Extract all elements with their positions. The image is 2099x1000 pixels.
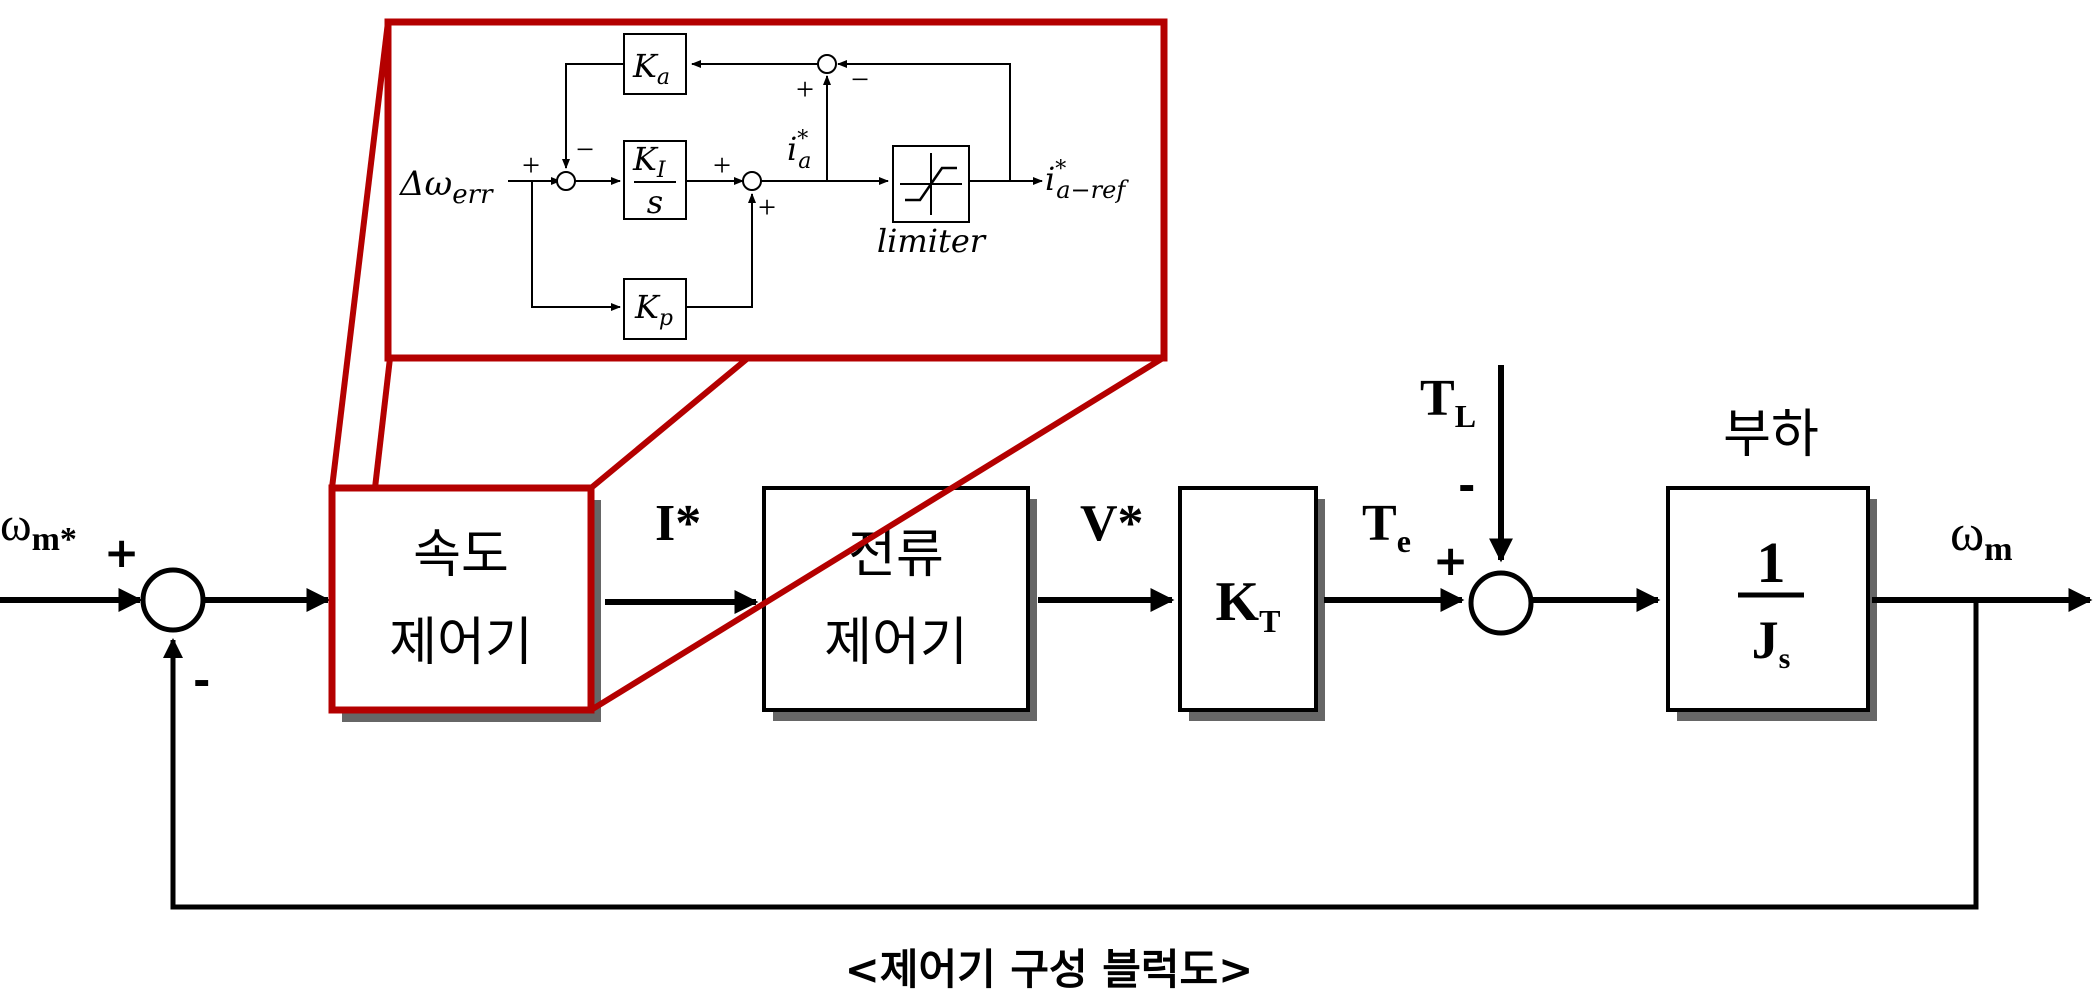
zoom-connectors bbox=[329, 21, 1165, 713]
sum1-minus-sign: - bbox=[193, 656, 210, 705]
inset-sum-a-plus: + bbox=[522, 147, 540, 183]
feedback-path bbox=[163, 600, 1979, 910]
inset-sum-a bbox=[556, 171, 576, 191]
inset-sum-b-plus-bottom: + bbox=[758, 189, 776, 225]
speed-controller-line1: 속도 bbox=[413, 525, 509, 585]
output-omega-label: ωm bbox=[1950, 505, 2013, 568]
inset-sum-c bbox=[817, 54, 837, 74]
load-block bbox=[1666, 486, 1870, 712]
inset-ki-block bbox=[623, 140, 687, 220]
summing-junction-2 bbox=[1468, 570, 1534, 636]
main-loop: ωm* + - 속도 제어기 I* 전류 제어기 V* KT Te + - bbox=[0, 365, 2093, 994]
inset-ki-numerator: KI bbox=[632, 140, 667, 183]
inset-sum-c-minus: − bbox=[851, 61, 869, 97]
inset-detail bbox=[508, 33, 1043, 340]
current-controller-line2: 제어기 bbox=[824, 613, 968, 673]
inset-sum-b-plus-top: + bbox=[713, 147, 731, 183]
sum2-plus-sign: + bbox=[1433, 536, 1468, 585]
kt-block bbox=[1178, 486, 1318, 712]
current-controller-line1: 전류 bbox=[848, 525, 944, 585]
input-omega-label: ωm* bbox=[0, 498, 77, 558]
sum2-minus-sign: - bbox=[1458, 461, 1475, 510]
voltage-ref-label: V* bbox=[1080, 495, 1144, 552]
summing-junction-1 bbox=[140, 567, 206, 633]
inset-frame bbox=[384, 18, 1168, 362]
speed-controller-block bbox=[328, 484, 595, 714]
inset-sum-c-plus: + bbox=[796, 71, 814, 107]
sum1-plus-sign: + bbox=[104, 528, 139, 577]
load-numerator: 1 bbox=[1757, 530, 1786, 595]
inset-sum-a-minus: − bbox=[576, 131, 594, 167]
inset-ki-denominator: s bbox=[647, 183, 663, 221]
kt-label: KT bbox=[1216, 571, 1281, 639]
inset-kp-block bbox=[623, 278, 687, 340]
diagram-caption: <제어기 구성 블럭도> bbox=[845, 945, 1254, 994]
inset-ka-label: Ka bbox=[632, 47, 670, 90]
current-ref-label: I* bbox=[655, 495, 701, 552]
speed-controller-line2: 제어기 bbox=[389, 613, 533, 673]
inset-ka-block bbox=[623, 33, 687, 95]
inset-ia-label: i*a bbox=[787, 127, 811, 174]
load-denominator: Js bbox=[1752, 610, 1791, 675]
te-label: Te bbox=[1362, 495, 1411, 559]
inset-output-label: i*a−ref bbox=[1045, 157, 1129, 204]
tl-label: TL bbox=[1420, 370, 1476, 434]
load-title: 부하 bbox=[1723, 405, 1819, 465]
inset-input-label: Δωerr bbox=[398, 164, 494, 210]
inset-kp-label: Kp bbox=[634, 288, 673, 331]
inset-labels: Δωerr + − Ka KI s Kp + + i*a + − limiter… bbox=[398, 47, 1129, 331]
inset-sum-b bbox=[742, 171, 762, 191]
inset-limiter-label: limiter bbox=[877, 222, 987, 260]
